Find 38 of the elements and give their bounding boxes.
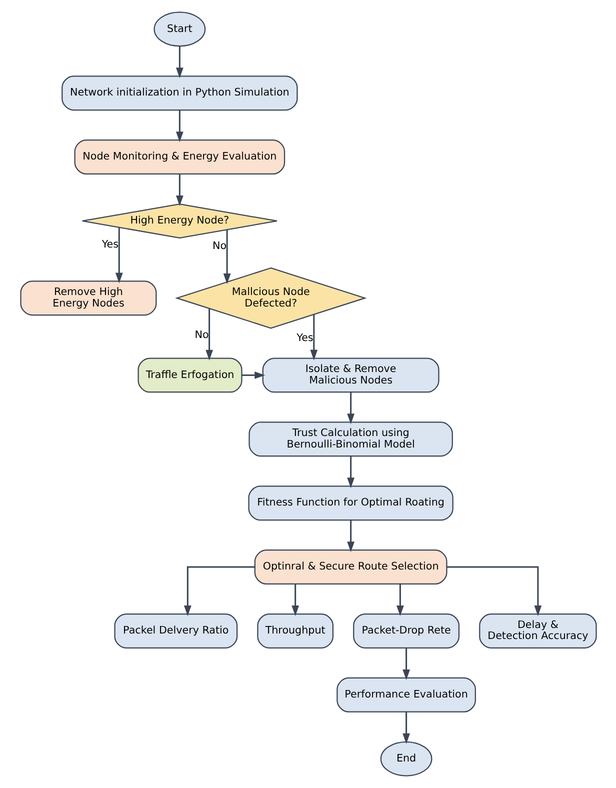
arrow <box>346 392 354 424</box>
arrow <box>183 566 254 616</box>
edge-label: Yes <box>101 238 118 251</box>
node-box: Fitness Function for Optimal Roating <box>248 486 453 521</box>
arrow <box>175 46 183 78</box>
node-box: Traffle Erfogation <box>137 358 242 393</box>
arrow <box>346 520 354 552</box>
node-box: Remove High Energy Nodes <box>20 280 156 316</box>
node-box: Performance Evaluation <box>336 677 476 712</box>
node-ellipse: End <box>380 741 432 776</box>
arrow <box>175 110 183 142</box>
node-diamond: High Energy Node? <box>81 203 278 238</box>
arrow <box>446 566 542 616</box>
arrow <box>114 228 122 284</box>
arrow <box>205 308 212 360</box>
arrow <box>402 712 410 744</box>
node-box: Packet-Drop Rete <box>352 613 460 648</box>
edge-label: No <box>194 328 208 341</box>
arrow <box>222 230 230 284</box>
node-box: Isolate & Remove Malicious Nodes <box>262 358 439 393</box>
node-box: Optinral & Secure Route Selection <box>254 550 447 585</box>
arrow <box>241 372 265 379</box>
arrow <box>346 456 354 488</box>
node-ellipse: Start <box>153 12 206 47</box>
arrow <box>402 648 410 680</box>
edge-label: No <box>212 240 226 252</box>
arrow <box>396 584 404 616</box>
node-box: Packel Delvery Ratio <box>114 613 238 648</box>
edge-label: Yes <box>296 332 313 344</box>
node-box: Network initialization in Python Simulation <box>61 76 298 111</box>
node-box: Trust Calculation using Bernoulli-Binomial Model <box>248 422 452 457</box>
node-box: Delay & Detection Accuracy <box>478 613 596 648</box>
arrow <box>291 584 299 616</box>
node-box: Node Monitoring & Energy Evaluation <box>74 140 285 175</box>
node-diamond: Mallcious Node Defected? <box>174 267 366 329</box>
arrow <box>175 174 183 206</box>
node-box: Throughput <box>256 613 334 648</box>
arrow <box>310 314 318 360</box>
